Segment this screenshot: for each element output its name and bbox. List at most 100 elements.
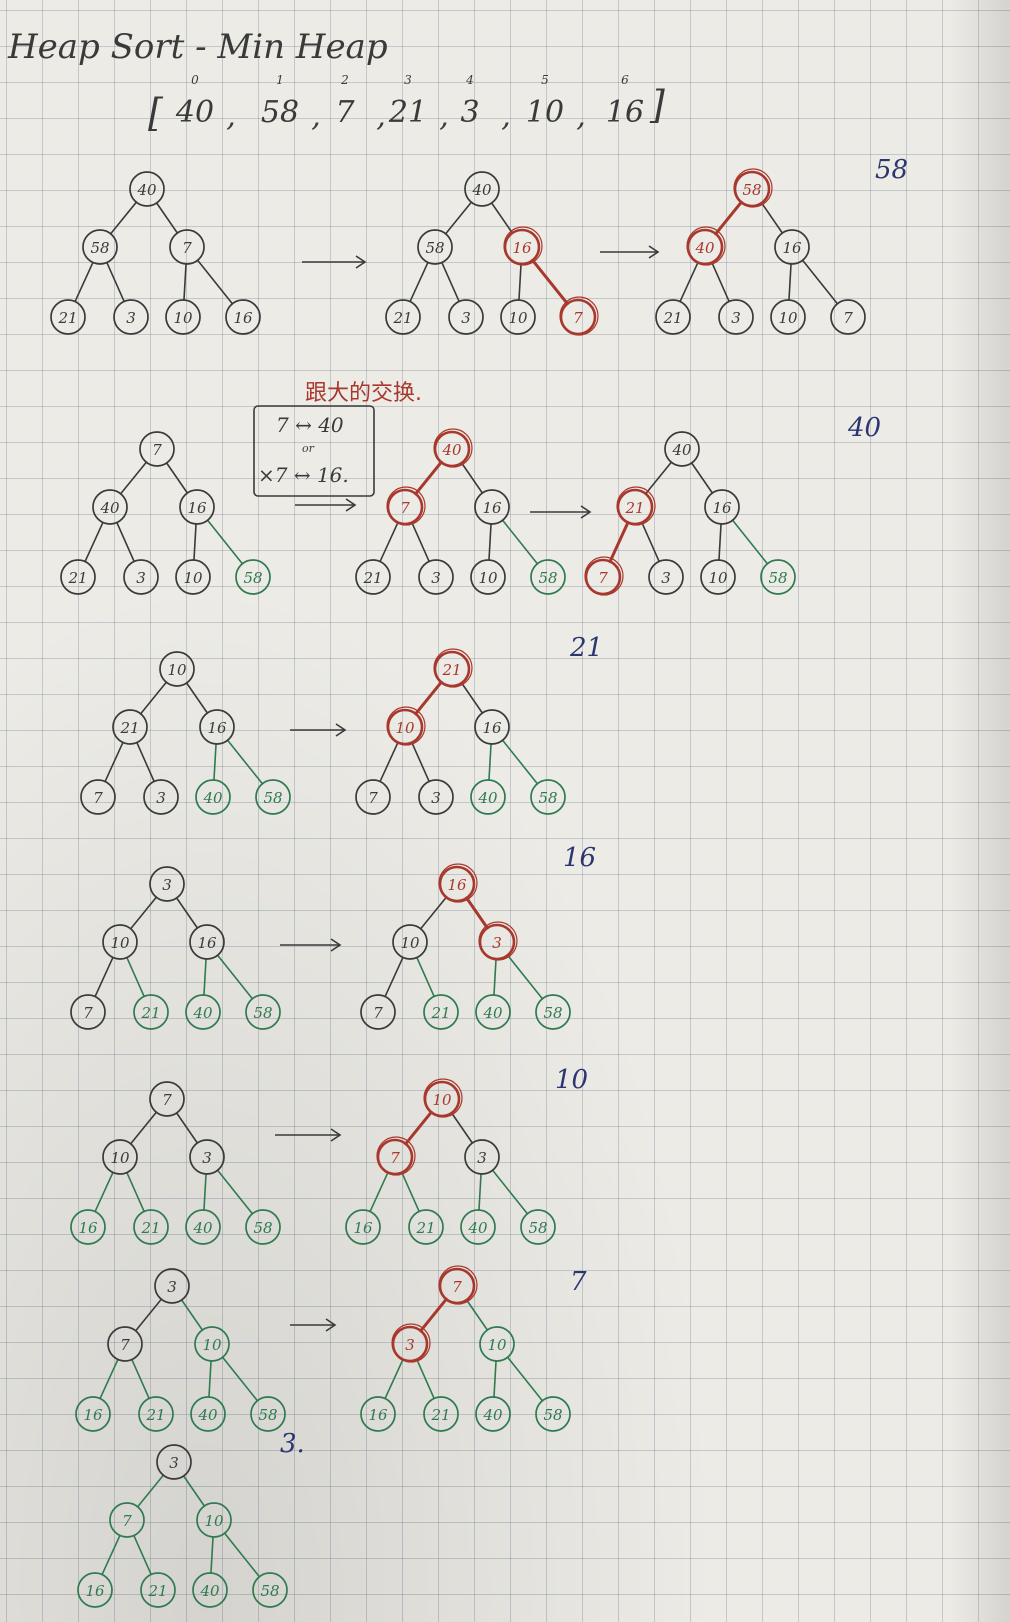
node-circle (474, 709, 510, 745)
node-value: 7 (152, 441, 162, 459)
node-circle (385, 299, 421, 335)
arrow-head (325, 1318, 337, 1332)
node-circle (718, 299, 754, 335)
node-value: 7 (400, 499, 410, 517)
tree-edge (133, 1534, 152, 1576)
node-circle (179, 489, 215, 525)
tree-edge (104, 741, 124, 783)
heap-node: 21 (140, 1572, 176, 1608)
node-circle (423, 1080, 461, 1118)
tree-edge (369, 1171, 389, 1213)
node-circle (733, 170, 771, 208)
heap-node: 16 (77, 1572, 113, 1608)
node-circle (418, 779, 454, 815)
tree-edge (180, 1299, 204, 1331)
node-value: 16 (353, 1219, 373, 1237)
node-circle-outline (478, 921, 518, 961)
node-circle (664, 431, 700, 467)
node-circle (386, 488, 424, 526)
tree-edge (414, 460, 443, 496)
tree-edge (411, 521, 430, 563)
heap-node: 58 (235, 559, 271, 595)
node-circle (376, 1138, 414, 1176)
tree-edge (134, 1298, 163, 1332)
tree-edge (493, 1360, 497, 1398)
node-value: 10 (110, 1149, 130, 1167)
node-value: 3 (731, 309, 741, 327)
node-value: 21 (140, 1004, 160, 1022)
heap-node: 21 (655, 299, 691, 335)
node-circle (438, 1267, 476, 1305)
heap-node: 16 (345, 1209, 381, 1245)
input-array: [ ] 040,158,27,321,43,510,616 (148, 73, 665, 135)
array-value: 21 (388, 95, 427, 130)
tree-edge (465, 896, 489, 930)
tree-edge (690, 462, 714, 494)
node-value: 16 (83, 1406, 103, 1424)
node-circle (82, 229, 118, 265)
heap-node: 16 (503, 226, 543, 266)
node-circle (392, 924, 428, 960)
node-circle (616, 488, 654, 526)
heap-node: 21 (385, 299, 421, 335)
heap-node: 3 (189, 1139, 225, 1175)
node-circle (113, 299, 149, 335)
node-circle (140, 1572, 176, 1608)
array-value: 58 (261, 95, 299, 130)
node-value: 16 (233, 309, 253, 327)
heap-node: 16 (189, 924, 225, 960)
heap-node: 40 (664, 431, 700, 467)
swap-note-line2: ×7 ↔ 16. (258, 463, 349, 487)
node-value: 7 (83, 1004, 93, 1022)
tree-edge (165, 462, 189, 494)
node-value: 3 (431, 569, 441, 587)
node-circle (500, 299, 536, 335)
heap-node: 16 (438, 863, 478, 903)
node-value: 40 (694, 239, 715, 257)
heap-node: 7 (80, 779, 116, 815)
node-circle (149, 1081, 185, 1117)
tree-edge (478, 1173, 482, 1211)
node-circle (355, 559, 391, 595)
node-value: 10 (167, 661, 187, 679)
node-value: 40 (199, 1582, 220, 1600)
node-value: 3 (162, 876, 172, 894)
node-circle (109, 1502, 145, 1538)
node-circle (474, 489, 510, 525)
tree-edge (129, 896, 158, 930)
node-value: 40 (441, 441, 462, 459)
tree-edge (109, 201, 138, 235)
node-value: 40 (471, 181, 492, 199)
node-value: 21 (140, 1219, 160, 1237)
heap-node: 21 (112, 709, 148, 745)
tree-edge (411, 741, 430, 783)
heap-node: 7 (107, 1326, 143, 1362)
node-value: 16 (482, 719, 502, 737)
heap-node: 21 (355, 559, 391, 595)
node-circle (345, 1209, 381, 1245)
node-value: 10 (173, 309, 193, 327)
tree-edge (226, 739, 264, 785)
node-value: 21 (145, 1406, 165, 1424)
swap-note-box (253, 405, 375, 497)
heap-node: 40 (129, 171, 165, 207)
node-value: 7 (843, 309, 853, 327)
swap-note: 跟大的交换. 7 ↔ 40 or ×7 ↔ 16. (253, 381, 422, 497)
tree-edge (679, 261, 699, 303)
extracted-value: 10 (555, 1065, 588, 1095)
node-value: 7 (122, 1512, 132, 1530)
tree-edge (208, 1360, 212, 1398)
node-value: 7 (182, 239, 192, 257)
tree-edge (223, 1532, 261, 1578)
arrow-head (355, 255, 367, 269)
arrow-head (330, 1128, 342, 1142)
array-value: 10 (526, 95, 564, 130)
tree-edge (490, 202, 514, 234)
node-circle (648, 559, 684, 595)
array-index: 2 (340, 73, 349, 87)
node-circle (102, 1139, 138, 1175)
heap-node: 40 (185, 994, 221, 1030)
